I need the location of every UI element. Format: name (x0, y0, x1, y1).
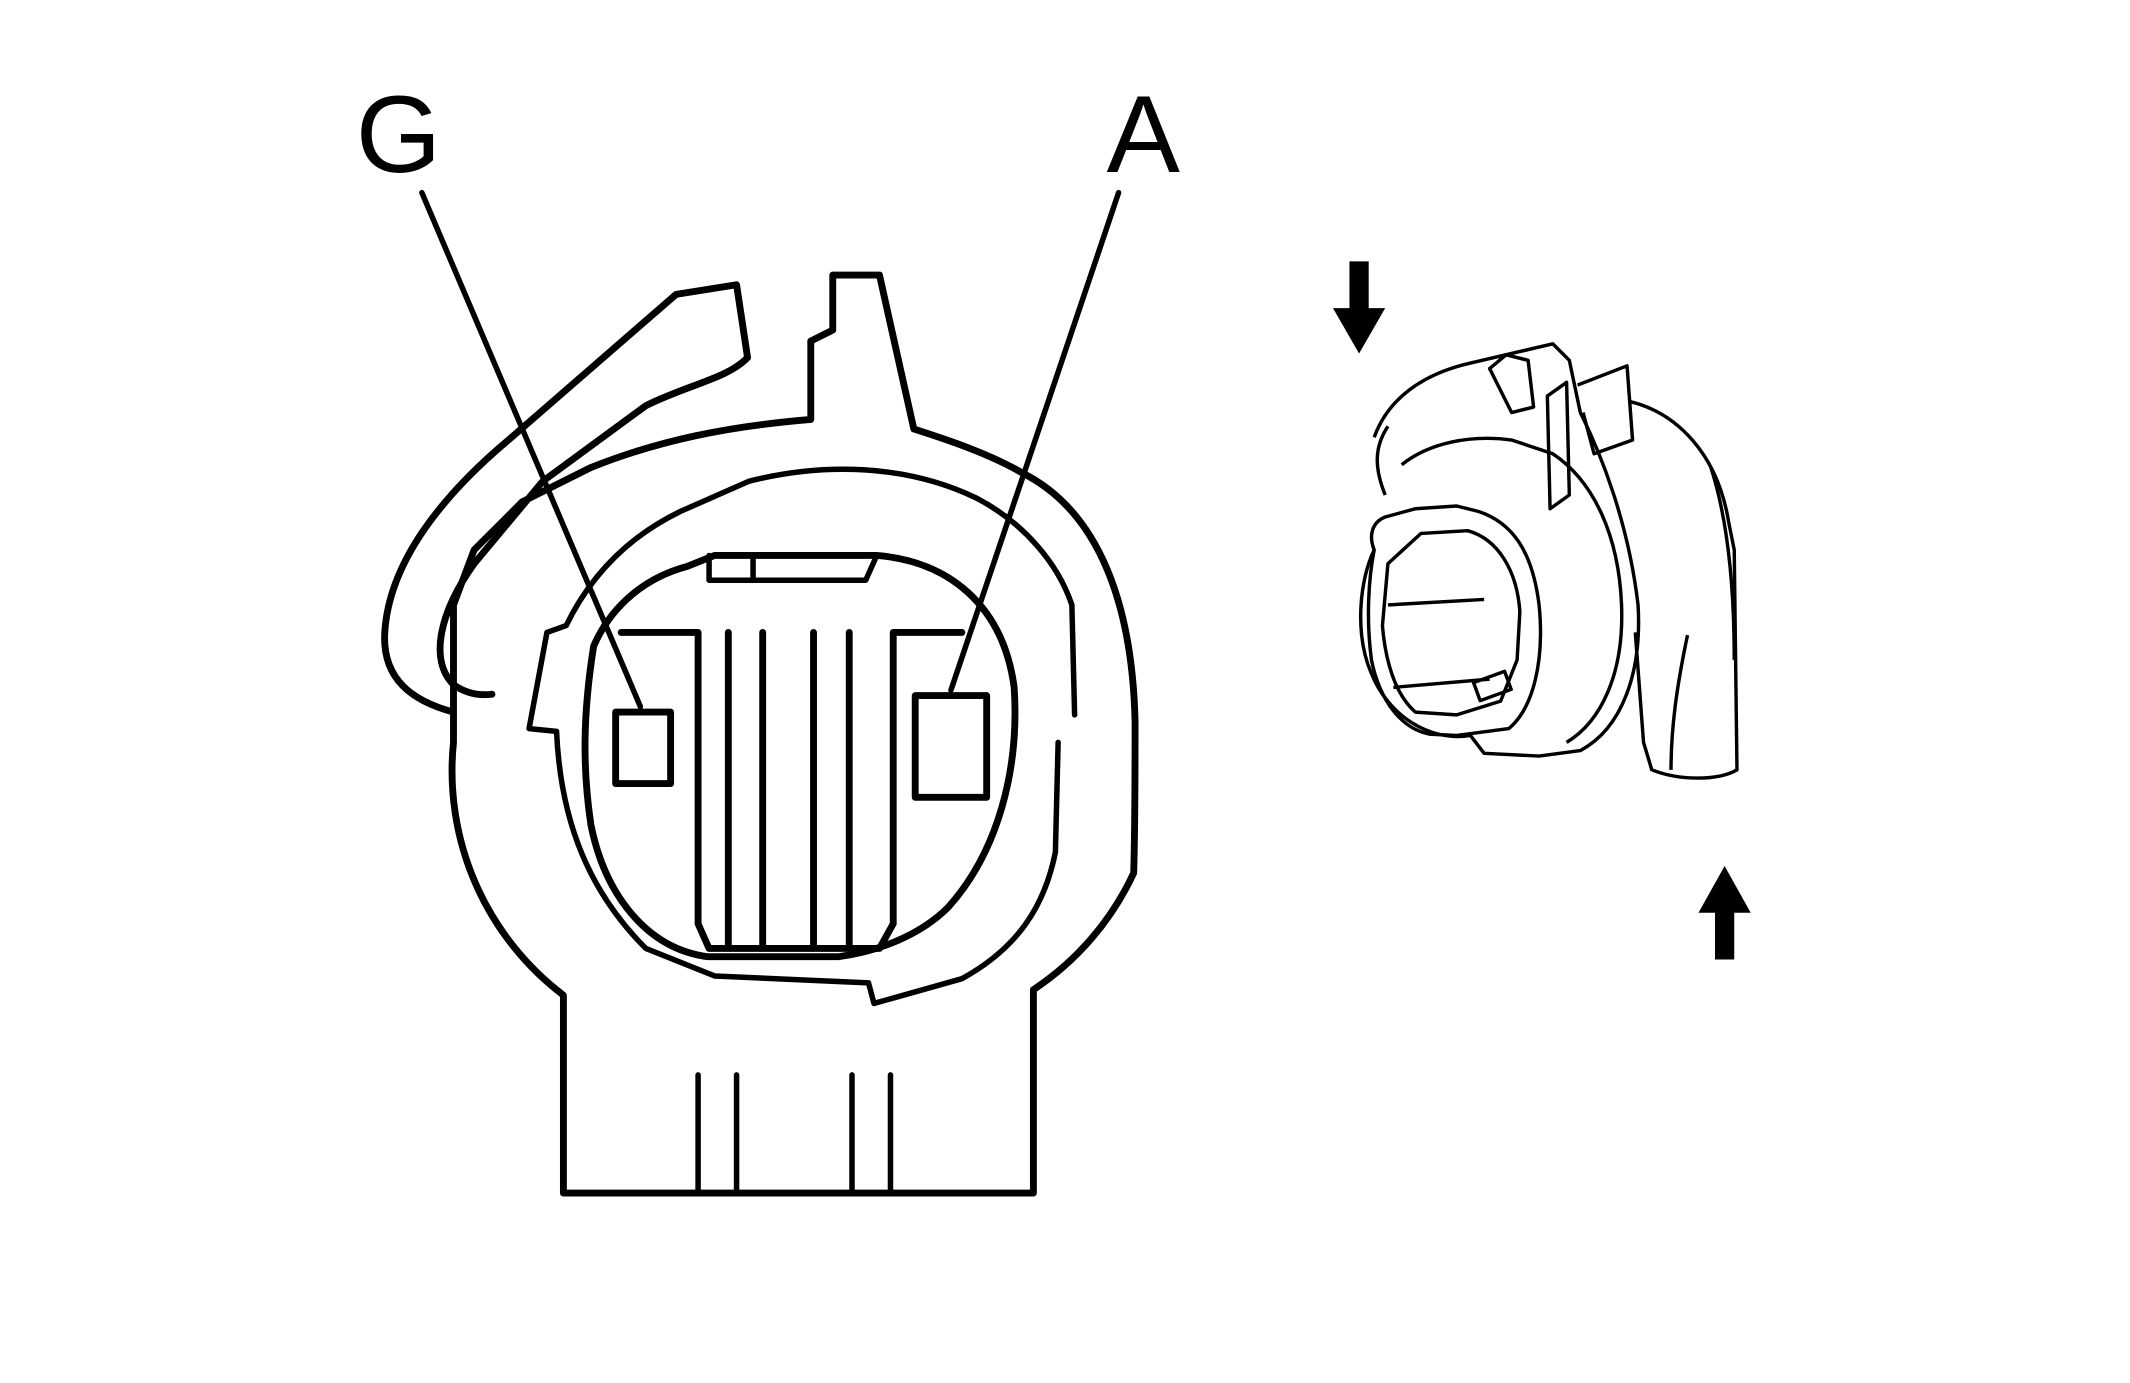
connector-face-view (381, 189, 1139, 1197)
connector-collar-rim (1375, 425, 1624, 744)
front-opening (1366, 504, 1543, 738)
center-terminal-block (617, 628, 966, 952)
connector-isometric-view (1358, 342, 1739, 780)
leader-line-a (948, 189, 1122, 693)
arrow-down-icon (1332, 261, 1386, 354)
pin-cavity-g (612, 708, 675, 788)
arrow-up-icon (1698, 866, 1751, 960)
pin-label-a: A (1107, 73, 1181, 196)
pin-cavity-a (911, 692, 991, 801)
front-opening-inner (1380, 529, 1522, 717)
latch-tabs (1487, 353, 1635, 511)
connector-housing-outline (448, 271, 1139, 1197)
top-key-slot (706, 552, 880, 583)
connector-collar (1358, 342, 1641, 758)
socket-cavity (581, 552, 1019, 961)
pin-label-g: G (356, 73, 442, 196)
inner-ring (526, 466, 1078, 1007)
cable-boot-inner (1669, 466, 1736, 770)
latch-arm (381, 281, 751, 716)
cable-boot (1629, 399, 1739, 780)
leader-line-g (419, 189, 644, 710)
wire-outlets (695, 1072, 894, 1196)
locking-window (1471, 669, 1513, 703)
